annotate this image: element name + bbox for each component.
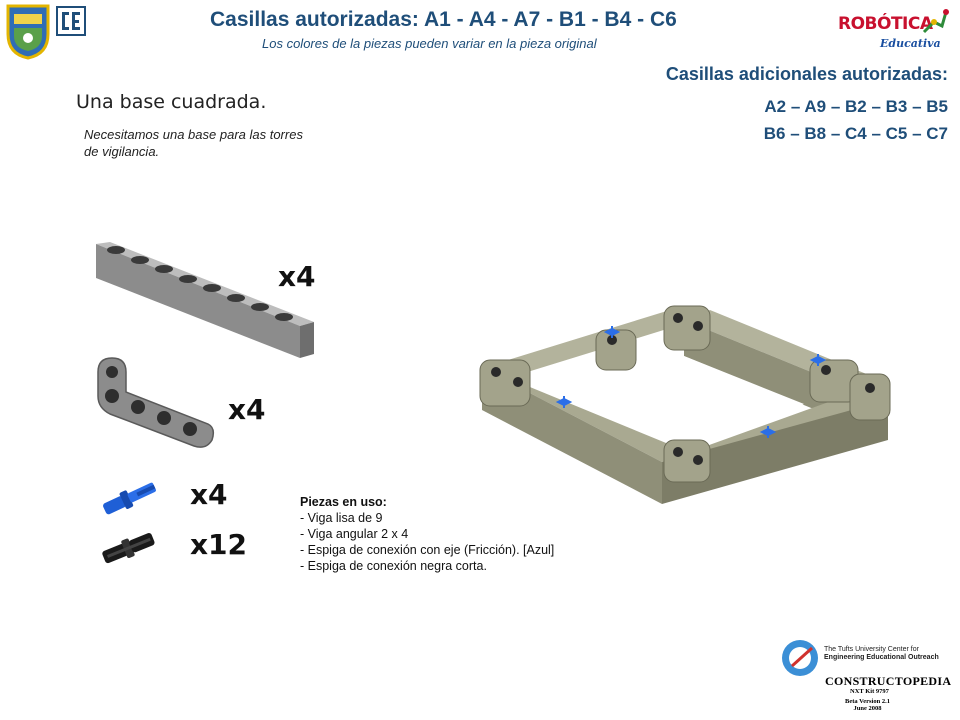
page-subtitle: Los colores de la piezas pueden variar e… [262,36,597,51]
pieces-item: - Espiga de conexión con eje (Fricción).… [300,543,555,557]
section-heading: Una base cuadrada. [76,91,267,113]
tufts-ceeo-logo-icon [782,640,818,676]
additional-cells-heading: Casillas adicionales autorizadas: [665,64,948,84]
school-crest-icon [6,4,50,60]
robotica-logo-text: ROBÓTICA [838,14,933,34]
square-base-model-image [479,305,891,504]
ce-logo-icon [56,6,86,36]
kit-label: NXT Kit 9797 [850,688,889,695]
tufts-logo-text: The Tufts University Center for Engineer… [824,646,939,661]
beta-version-label: Beta Version 2.1 June 2008 [845,698,890,712]
black-pin-quantity: x12 [190,528,248,561]
pieces-in-use: Piezas en uso: - Viga lisa de 9 - Viga a… [300,494,554,574]
robot-arm-icon [922,9,949,34]
constructopedia-title: CONSTRUCTOPEDIA [825,674,952,688]
additional-cells-line-1: A2 – A9 – B2 – B3 – B5 [764,97,948,116]
beam-9-image [96,242,314,358]
angular-beam-quantity: x4 [228,393,266,426]
black-pin-image [102,533,155,564]
pieces-in-use-heading: Piezas en uso: [300,495,387,509]
angular-beam-image [97,357,215,448]
blue-pin-image [103,482,156,515]
beam-9-quantity: x4 [278,260,316,293]
blue-pin-quantity: x4 [190,478,228,511]
pieces-item: - Viga angular 2 x 4 [300,527,409,541]
additional-cells-line-2: B6 – B8 – C4 – C5 – C7 [763,124,948,143]
educativa-logo-text: Educativa [880,37,941,50]
section-description: Necesitamos una base para las torres de … [84,127,303,159]
additional-cells: Casillas adicionales autorizadas: A2 – A… [666,64,948,147]
pieces-item: - Espiga de conexión negra corta. [300,559,487,573]
page-title: Casillas autorizadas: A1 - A4 - A7 - B1 … [210,8,677,31]
pieces-item: - Viga lisa de 9 [300,511,383,525]
